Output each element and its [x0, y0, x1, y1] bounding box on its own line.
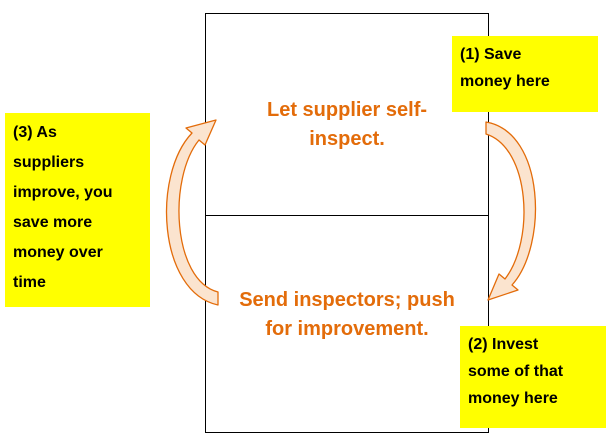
curved-arrow-up-icon — [165, 119, 219, 306]
bottom-box-line: for improvement. — [265, 318, 429, 340]
note-line: time — [13, 274, 46, 291]
note-line: some of that — [468, 363, 564, 380]
note-line: improve, you — [13, 184, 113, 201]
note-invest-money: (2) Invest some of that money here — [460, 326, 606, 428]
note-line: (3) As — [13, 124, 57, 141]
top-box: Let supplier self- inspect. — [205, 13, 489, 217]
note-line: (2) Invest — [468, 336, 539, 353]
note-suppliers-improve: (3) As suppliers improve, you save more … — [5, 113, 150, 307]
bottom-box-text: Send inspectors; push for improvement. — [206, 286, 488, 344]
bottom-box-line: Send inspectors; push — [239, 289, 455, 311]
top-box-text: Let supplier self- inspect. — [206, 96, 488, 154]
note-line: suppliers — [13, 154, 85, 171]
note-line: (1) Save — [460, 46, 522, 63]
note-save-money: (1) Save money here — [452, 36, 598, 112]
top-box-line: Let supplier self- — [266, 99, 428, 121]
note-line: money over — [13, 244, 103, 261]
top-box-line: inspect. — [309, 128, 385, 150]
curved-arrow-down-icon — [485, 121, 537, 301]
note-line: save more — [13, 214, 93, 231]
note-line: money here — [468, 390, 558, 407]
bottom-box: Send inspectors; push for improvement. — [205, 215, 489, 433]
note-line: money here — [460, 73, 550, 90]
